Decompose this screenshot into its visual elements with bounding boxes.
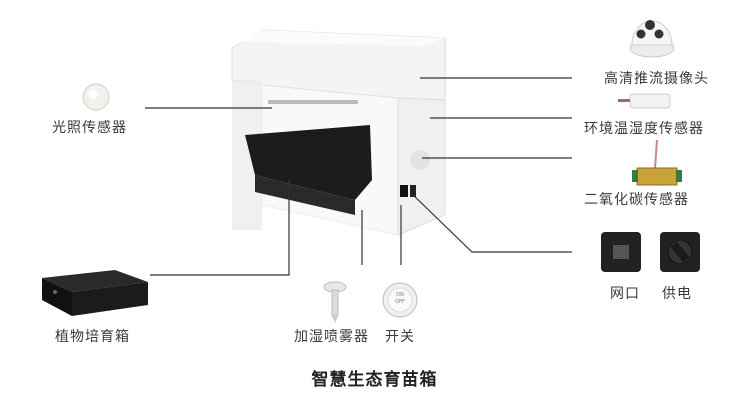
label-power-port: 供电 <box>662 286 692 302</box>
light-sensor-image <box>82 83 110 111</box>
leader-lines <box>145 77 572 276</box>
power-port-image <box>660 232 700 272</box>
switch-on-text: ON <box>396 292 404 298</box>
humidifier-image <box>323 281 347 323</box>
label-planter-box: 植物培育箱 <box>55 329 130 345</box>
co2-sensor-image <box>632 139 682 186</box>
switch-image <box>382 282 418 318</box>
label-temp-humidity-sensor: 环境温湿度传感器 <box>584 121 704 137</box>
temp-humidity-sensor-image <box>618 93 671 109</box>
diagram-title: 智慧生态育苗箱 <box>311 370 438 390</box>
network-port-image <box>601 232 641 272</box>
camera-image <box>629 20 675 58</box>
label-light-sensor: 光照传感器 <box>52 120 127 136</box>
label-humidifier: 加湿喷雾器 <box>294 329 369 345</box>
label-co2-sensor: 二氧化碳传感器 <box>584 192 689 208</box>
planter-box-image <box>42 270 148 316</box>
label-camera: 高清推流摄像头 <box>604 71 709 87</box>
seedling-box-image <box>231 29 446 236</box>
label-switch: 开关 <box>385 329 415 345</box>
switch-off-text: OFF <box>395 299 405 305</box>
label-network-port: 网口 <box>610 286 640 302</box>
